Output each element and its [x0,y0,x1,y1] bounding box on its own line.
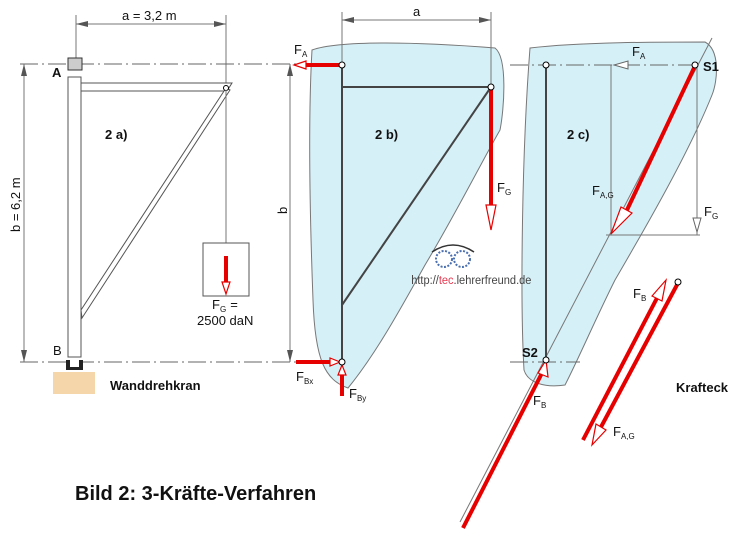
figure-title: Bild 2: 3-Kräfte-Verfahren [75,483,316,505]
krafteck: FB FA,G Krafteck [581,277,729,447]
krafteck-fag: FA,G [613,424,635,441]
wall-base [53,372,95,394]
force-fbx: FBx [296,369,313,386]
krafteck-fb: FB [633,286,646,303]
load-value: 2500 daN [197,313,253,328]
load-fg: FG= [212,297,238,314]
panel-2a: a = 3,2 m b = 6,2 m 2 a) A B FG= 2500 da… [8,8,330,394]
label-2a: 2 a) [105,127,127,142]
dim-b-b: b [275,207,290,214]
krafteck-label: Krafteck [676,380,729,395]
force-fa: FA [294,42,308,59]
force-fg: FG [497,180,511,197]
force-fby: FBy [349,386,366,403]
region-2b [309,42,505,389]
panel-2b: a b 2 b) FA FG FBx FBy [275,4,511,403]
owl-logo-icon [431,244,475,268]
caption-wanddrehkran: Wanddrehkran [110,378,201,393]
force-fg-c: FG [704,204,718,221]
point-s1: S1 [703,59,719,74]
watermark: http://tec.lehrerfreund.de [411,244,531,287]
force-fag-c: FA,G [592,183,614,200]
point-a: A [52,65,62,80]
dim-b-label: b = 6,2 m [8,177,23,232]
svg-text:http://tec.lehrerfreund.de: http://tec.lehrerfreund.de [411,275,531,287]
dim-a-b: a [413,4,421,19]
label-2b: 2 b) [375,127,398,142]
force-fb-c: FB [533,393,546,410]
force-fa-c: FA [632,44,646,61]
dim-a-label: a = 3,2 m [122,8,177,23]
panel-2c: 2 c) S1 S2 FA FA,G FG FB [459,37,719,529]
point-s2: S2 [522,345,538,360]
point-b: B [53,343,62,358]
label-2c: 2 c) [567,127,589,142]
